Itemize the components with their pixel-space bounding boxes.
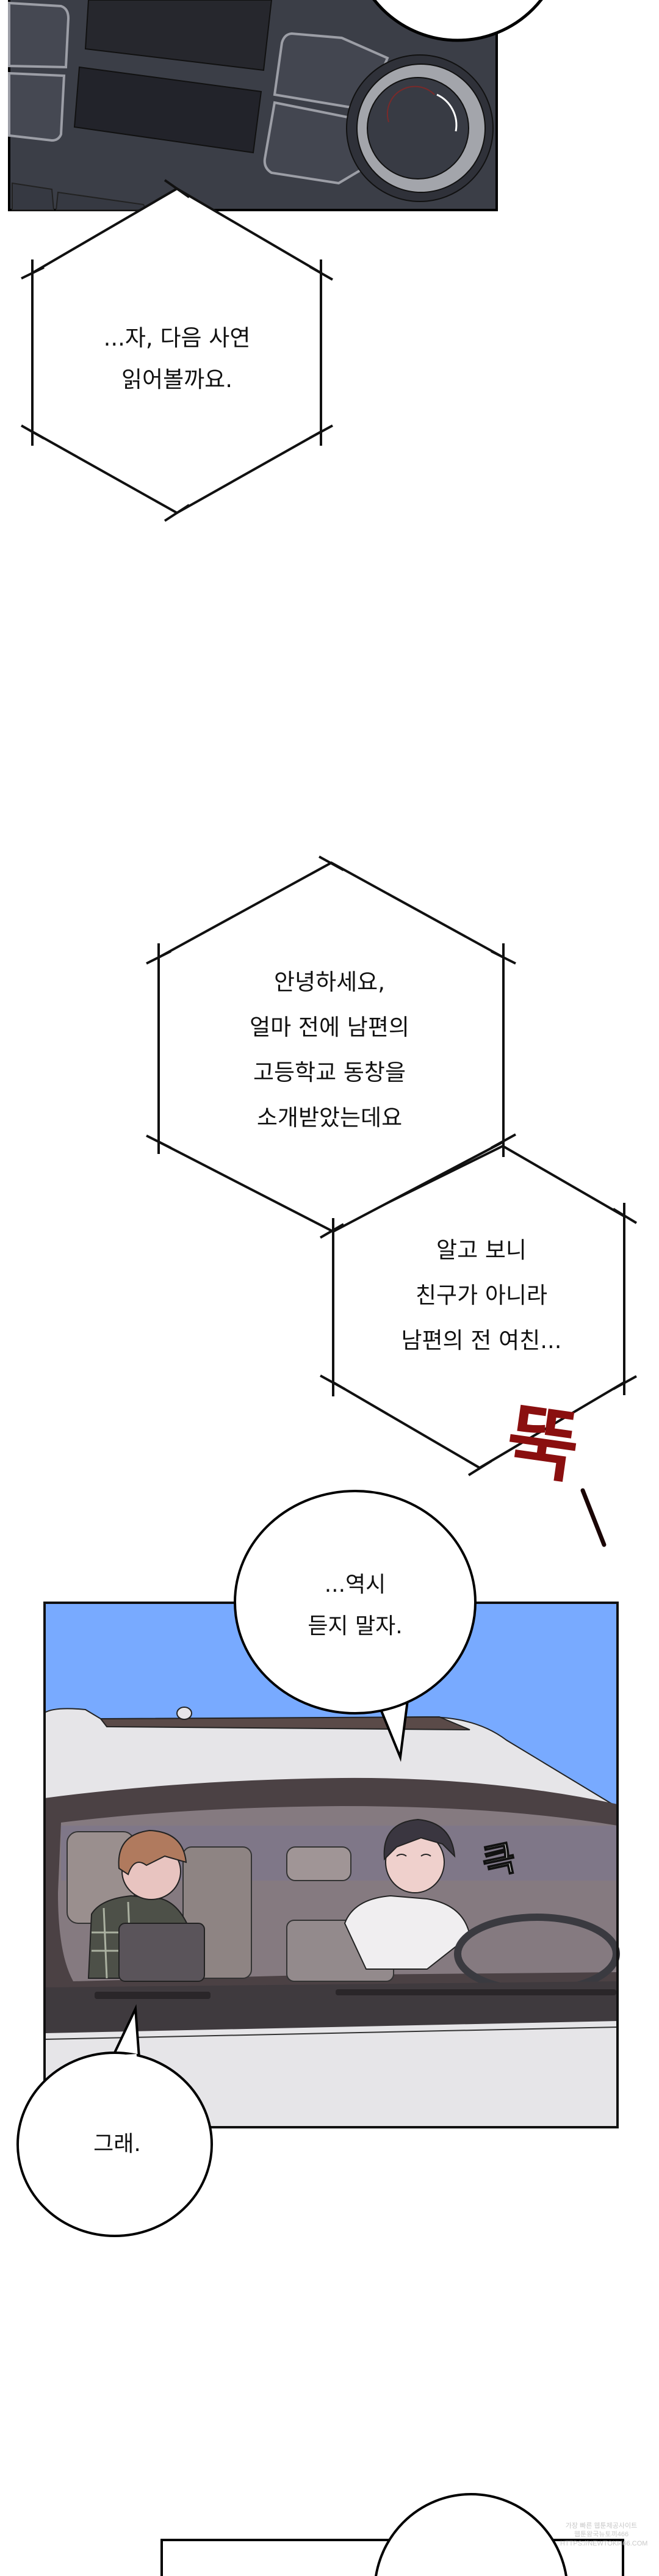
caption-line: 읽어볼까요. xyxy=(121,366,232,393)
speech-bubble-top xyxy=(372,0,543,42)
bubble-line: 그래. xyxy=(93,2132,141,2157)
caption-line: 남편의 전 여친... xyxy=(401,1327,562,1354)
car-panel xyxy=(43,1602,620,2128)
bubble-line: 듣지 말자. xyxy=(308,1614,403,1639)
speech-bubble-1-text: ...역시 듣지 말자. xyxy=(308,1564,402,1647)
caption-line: 친구가 아니라 xyxy=(415,1282,548,1308)
caption-1-text: ...자, 다음 사연 읽어볼까요. xyxy=(104,317,251,401)
watermark-line: 가장 빠른 웹툰제공사이트 xyxy=(565,2522,638,2530)
caption-line: 고등학교 동창을 xyxy=(253,1059,406,1086)
caption-2-text: 안녕하세요, 얼마 전에 남편의 고등학교 동창을 소개받았는데요 xyxy=(250,960,409,1141)
watermark-line: HTTPS://NEWTOKI466.COM xyxy=(560,2539,648,2547)
speech-bubble-2 xyxy=(16,2004,213,2237)
caption-line: 얼마 전에 남편의 xyxy=(250,1014,409,1040)
speech-bubble-1 xyxy=(234,1490,477,1762)
caption-line: ...자, 다음 사연 xyxy=(103,325,251,351)
caption-line: 소개받았는데요 xyxy=(256,1105,403,1131)
speech-bubble-2-text: 그래. xyxy=(93,2124,141,2165)
caption-box-1 xyxy=(21,179,333,522)
dashboard-panel xyxy=(8,0,498,211)
caption-3-text: 알고 보니 친구가 아니라 남편의 전 여친... xyxy=(401,1228,561,1363)
bubble-line: ...역시 xyxy=(324,1572,386,1597)
watermark-line: 웹툰왕국뉴토끼466 xyxy=(574,2531,629,2539)
watermark: 가장 빠른 웹툰제공사이트 웹툰왕국뉴토끼466 HTTPS://NEWTOKI… xyxy=(560,2522,648,2548)
sfx-motion-line xyxy=(580,1488,607,1547)
next-panel xyxy=(160,2493,624,2576)
caption-box-2 xyxy=(146,855,516,1246)
caption-line: 알고 보니 xyxy=(436,1237,527,1263)
caption-line: 안녕하세요, xyxy=(274,969,385,995)
caption-box-3 xyxy=(320,1144,638,1476)
